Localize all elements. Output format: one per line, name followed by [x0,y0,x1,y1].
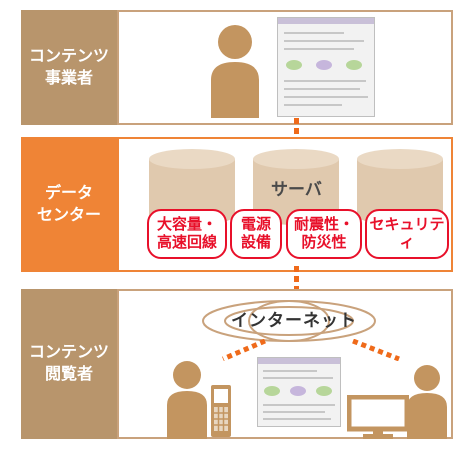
feature-earthquake: 耐震性・ 防災性 [286,209,362,259]
internet-ellipse-icon [202,300,376,342]
connector-server-internet [294,266,299,302]
feature-power-line2: 設備 [240,234,271,251]
connector-to-viewer-left [222,339,266,361]
data-center-label-line1: データ [44,184,93,202]
content-provider-row: コンテンツ 事業者 [21,10,453,125]
document-screenshot [257,357,341,427]
content-viewer-label-line1: コンテンツ [28,344,109,361]
data-center-row: データ センター サーバ 大容量・ 高速回線 電源 設備 耐震性・ 防災性 [21,137,453,272]
person-icon [211,25,259,118]
feature-security: セキュリティ [365,209,449,259]
connector-provider-server [294,118,299,148]
person-icon [167,361,207,439]
feature-power: 電源 設備 [230,209,282,259]
data-center-label: データ センター [21,137,117,272]
data-center-panel: サーバ 大容量・ 高速回線 電源 設備 耐震性・ 防災性 セキュリティ [117,137,453,272]
connector-to-viewer-right [352,339,400,361]
mobile-phone-icon [211,385,231,437]
feature-bandwidth-line1: 大容量・ [156,216,217,233]
feature-bandwidth: 大容量・ 高速回線 [147,209,227,259]
server-cylinder-icon [253,149,339,225]
feature-power-line1: 電源 [240,216,271,233]
content-provider-label-line1: コンテンツ [28,47,109,65]
monitor-icon [347,395,409,439]
feature-bandwidth-line2: 高速回線 [156,234,217,251]
data-center-label-line2: センター [36,206,101,224]
content-provider-label-line2: 事業者 [44,69,93,87]
feature-earthquake-line1: 耐震性・ [293,216,354,233]
feature-earthquake-line2: 防災性 [301,234,347,251]
content-viewer-row: コンテンツ 閲覧者 インターネット [21,289,453,439]
server-title: サーバ [271,180,322,199]
content-viewer-panel: インターネット [117,289,453,439]
content-provider-panel [117,10,453,125]
server-cylinder-icon [149,149,235,225]
content-provider-label: コンテンツ 事業者 [21,10,117,125]
person-icon [407,365,447,439]
content-viewer-label-line2: 閲覧者 [44,366,93,383]
content-viewer-label: コンテンツ 閲覧者 [21,289,117,439]
server-cylinder-icon [357,149,443,225]
internet-label: インターネット [231,311,357,330]
feature-security-line1: セキュリティ [369,216,445,251]
document-screenshot [277,17,375,117]
